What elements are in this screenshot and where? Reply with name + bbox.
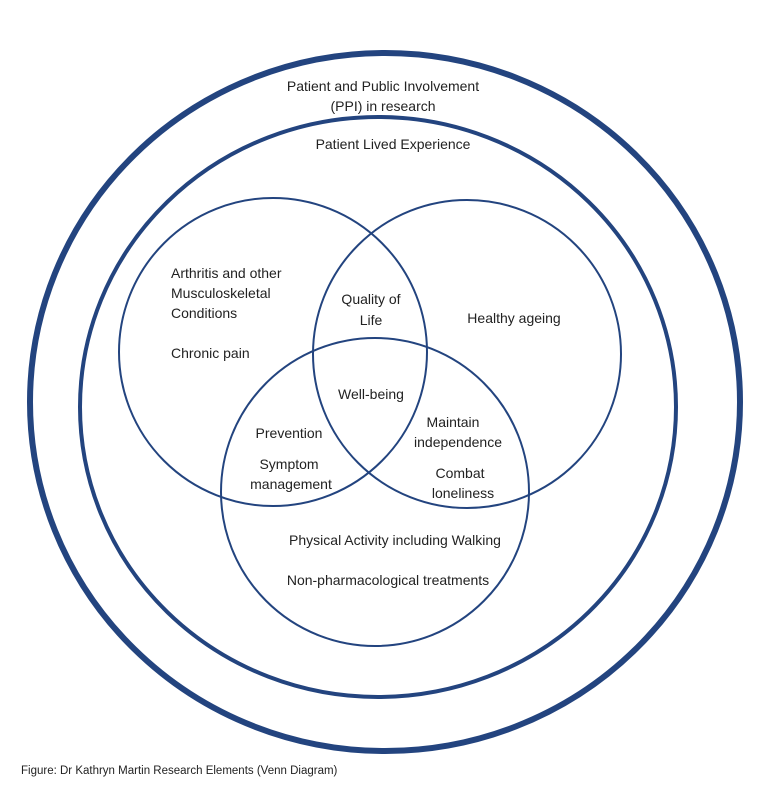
set-circle-physical-activity [220, 337, 530, 647]
prevention-label: Prevention [255, 425, 323, 441]
quality-of-life-line2: Life [359, 312, 383, 328]
non-pharmacological-label: Non-pharmacological treatments [286, 572, 490, 588]
symptom-label-line2: management [250, 476, 332, 492]
quality-of-life-line1: Quality of [341, 291, 401, 307]
chronic-pain-label: Chronic pain [171, 345, 250, 361]
combat-label-line2: loneliness [431, 485, 495, 501]
physical-activity-label: Physical Activity including Walking [289, 532, 501, 548]
figure-caption: Figure: Dr Kathryn Martin Research Eleme… [21, 765, 338, 777]
arthritis-label-line3: Conditions [171, 305, 238, 321]
maintain-label-line1: Maintain [426, 414, 480, 430]
ring-lived-experience [78, 115, 678, 699]
combat-label-line1: Combat [435, 465, 485, 481]
lived-experience-label: Patient Lived Experience [315, 136, 471, 152]
ppi-label-line1: Patient and Public Involvement [286, 78, 480, 94]
arthritis-label-line2: Musculoskeletal [171, 285, 271, 301]
symptom-label-line1: Symptom [259, 456, 319, 472]
set-circle-healthy-ageing [312, 199, 622, 509]
well-being-label: Well-being [338, 386, 404, 402]
maintain-label-line2: independence [414, 434, 502, 450]
healthy-ageing-label: Healthy ageing [467, 310, 561, 326]
set-circle-arthritis [118, 197, 428, 507]
outer-ring-ppi [27, 50, 743, 754]
ppi-label-line2: (PPI) in research [330, 98, 436, 114]
arthritis-label-line1: Arthritis and other [171, 265, 282, 281]
